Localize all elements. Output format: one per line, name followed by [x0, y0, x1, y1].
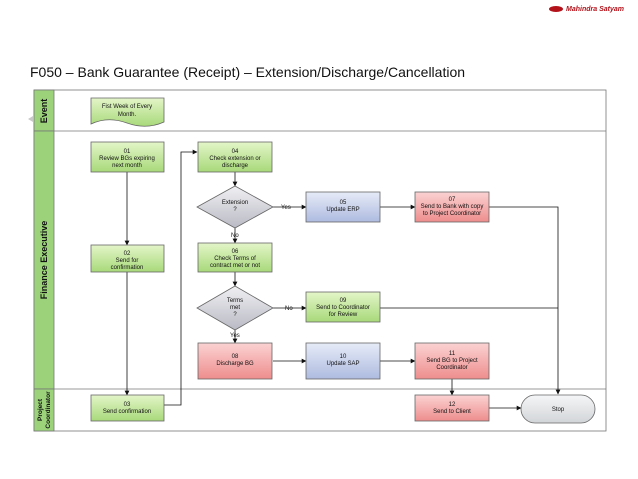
- node-08-shape: [197, 342, 273, 380]
- node-01-shape: [90, 141, 165, 173]
- logo-mark-icon: [549, 6, 564, 13]
- node-07-label-2: Send to Bank with copy: [421, 204, 484, 210]
- lane-label-project-line2: Coordinator: [45, 391, 52, 429]
- lane-label-project-line1: Project: [37, 398, 44, 421]
- node-06-shape: [197, 242, 273, 273]
- decision-terms-label-3: ?: [233, 312, 237, 318]
- node-11-label-2: Send BG to Project: [426, 358, 478, 364]
- edge-label-terms-no: No: [285, 306, 293, 312]
- edge-label-ext-no: No: [231, 233, 239, 239]
- edge-03-04: [164, 149, 198, 406]
- decision-terms-label-1: Terms: [227, 298, 243, 304]
- node-start-label-1: Fist Week of Every: [102, 104, 152, 110]
- node-09-shape: [305, 291, 381, 323]
- node-12-label-2: Send to Client: [433, 409, 471, 415]
- node-04-label-1: 04: [232, 149, 239, 155]
- node-06-label-3: contract met or not: [210, 263, 260, 269]
- logo-text: Mahindra Satyam: [566, 6, 624, 13]
- lane-label-finance: Finance Executive: [39, 221, 49, 300]
- node-02-label-1: 02: [124, 251, 131, 257]
- node-03-shape: [90, 394, 165, 422]
- node-labels: Fist Week of Every Month. 01 Review BGs …: [99, 104, 565, 415]
- edge-labels: Yes No No Yes: [230, 205, 293, 339]
- edge-07-stop: [489, 206, 561, 395]
- node-08-label-2: Discharge BG: [216, 361, 254, 367]
- node-start-label-2: Month.: [118, 112, 137, 118]
- node-11-shape: [414, 342, 490, 380]
- node-11-label-3: Coordinator: [436, 365, 467, 371]
- node-08-label-1: 08: [232, 354, 239, 360]
- node-06-label-1: 06: [232, 249, 239, 255]
- decision-terms-shape: [196, 285, 274, 331]
- company-logo: Mahindra Satyam: [549, 6, 624, 13]
- lane-header-project: [33, 388, 55, 432]
- node-09-label-1: 09: [340, 298, 347, 304]
- node-01-label-2: Review BGs expiring: [99, 156, 155, 162]
- node-10-label-2: Update SAP: [326, 361, 359, 367]
- decision-terms-label-2: met: [230, 305, 240, 311]
- node-01-label-1: 01: [124, 149, 131, 155]
- decision-extension-shape: [196, 185, 274, 229]
- node-05-label-2: Update ERP: [326, 207, 359, 213]
- decision-extension-label-1: Extension: [222, 200, 248, 206]
- edge-label-terms-yes: Yes: [230, 333, 240, 339]
- nodes: [90, 97, 596, 424]
- node-11-label-1: 11: [449, 351, 456, 357]
- node-stop-shape: [520, 394, 596, 424]
- node-04-label-2: Check extension or: [209, 156, 260, 162]
- node-05-shape: [305, 191, 381, 223]
- node-05-label-1: 05: [340, 200, 347, 206]
- node-09-label-2: Send to Coordinator: [316, 305, 370, 311]
- node-10-shape: [305, 342, 381, 380]
- node-07-shape: [414, 191, 490, 223]
- node-04-label-3: discharge: [222, 163, 249, 169]
- node-07-label-1: 07: [449, 197, 456, 203]
- node-12-shape: [414, 394, 490, 422]
- swimlanes: Event Finance Executive Project Coordina…: [28, 89, 607, 432]
- page-title: F050 – Bank Guarantee (Receipt) – Extens…: [30, 64, 466, 80]
- node-start-shape: [90, 97, 165, 127]
- node-07-label-3: to Project Coordinator: [423, 211, 481, 217]
- node-12-label-1: 12: [449, 402, 456, 408]
- node-10-label-1: 10: [340, 354, 347, 360]
- node-04-shape: [197, 141, 273, 173]
- node-03-label-1: 03: [124, 402, 131, 408]
- node-stop-label: Stop: [552, 407, 565, 413]
- lane-label-event: Event: [39, 99, 49, 124]
- node-03-label-2: Send confirmation: [103, 409, 151, 415]
- node-02-label-3: confirmation: [111, 265, 144, 271]
- edges: [124, 149, 561, 411]
- decision-extension-label-2: ?: [233, 207, 237, 213]
- node-02-shape: [90, 244, 165, 273]
- page-indicator-icon: [28, 116, 33, 122]
- edge-label-ext-yes: Yes: [281, 205, 291, 211]
- node-06-label-2: Check Terms of: [214, 256, 256, 262]
- node-01-label-3: next month: [112, 163, 142, 169]
- node-02-label-2: Send for: [116, 258, 139, 264]
- node-09-label-3: for Review: [329, 312, 358, 318]
